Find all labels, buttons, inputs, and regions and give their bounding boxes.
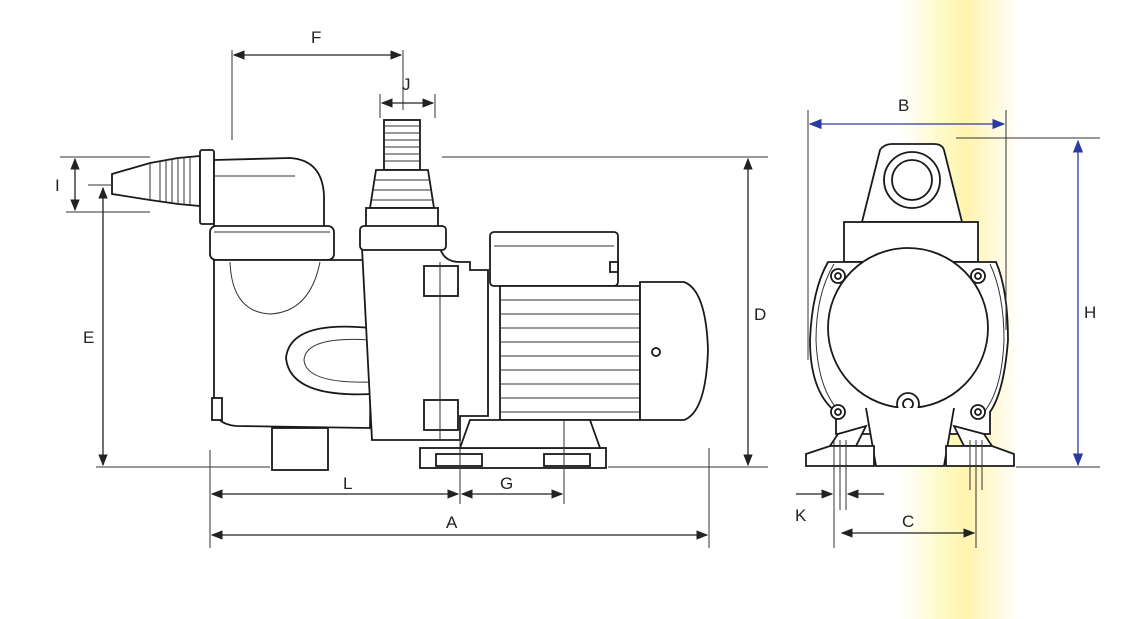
front-extension-lines [807, 110, 1100, 548]
label-I: I [55, 176, 60, 195]
inlet-hose-barb [111, 149, 215, 225]
side-dimension-arrows [70, 50, 753, 540]
label-D: D [754, 305, 766, 324]
strainer-ring [209, 225, 335, 261]
label-E: E [83, 328, 94, 347]
outlet-hose-barb [359, 119, 447, 251]
label-B: B [898, 96, 909, 115]
front-pedestal [865, 407, 955, 467]
front-motor-face [827, 247, 989, 409]
label-F: F [311, 28, 321, 47]
strainer-oval-window [285, 325, 373, 396]
label-A: A [446, 513, 458, 532]
pump-front-view [805, 143, 1015, 467]
motor-body [499, 285, 641, 421]
motor-fan-cover [639, 281, 709, 421]
label-L: L [343, 474, 352, 493]
label-J: J [402, 75, 411, 94]
label-H: H [1084, 303, 1096, 322]
motor-terminal-box [489, 231, 619, 287]
label-K: K [795, 506, 807, 525]
front-dimension-arrows [796, 118, 1084, 538]
pump-side-view [111, 119, 709, 471]
label-G: G [500, 474, 513, 493]
strainer-foot [271, 427, 329, 471]
label-C: C [902, 512, 914, 531]
inlet-elbow [213, 157, 325, 229]
